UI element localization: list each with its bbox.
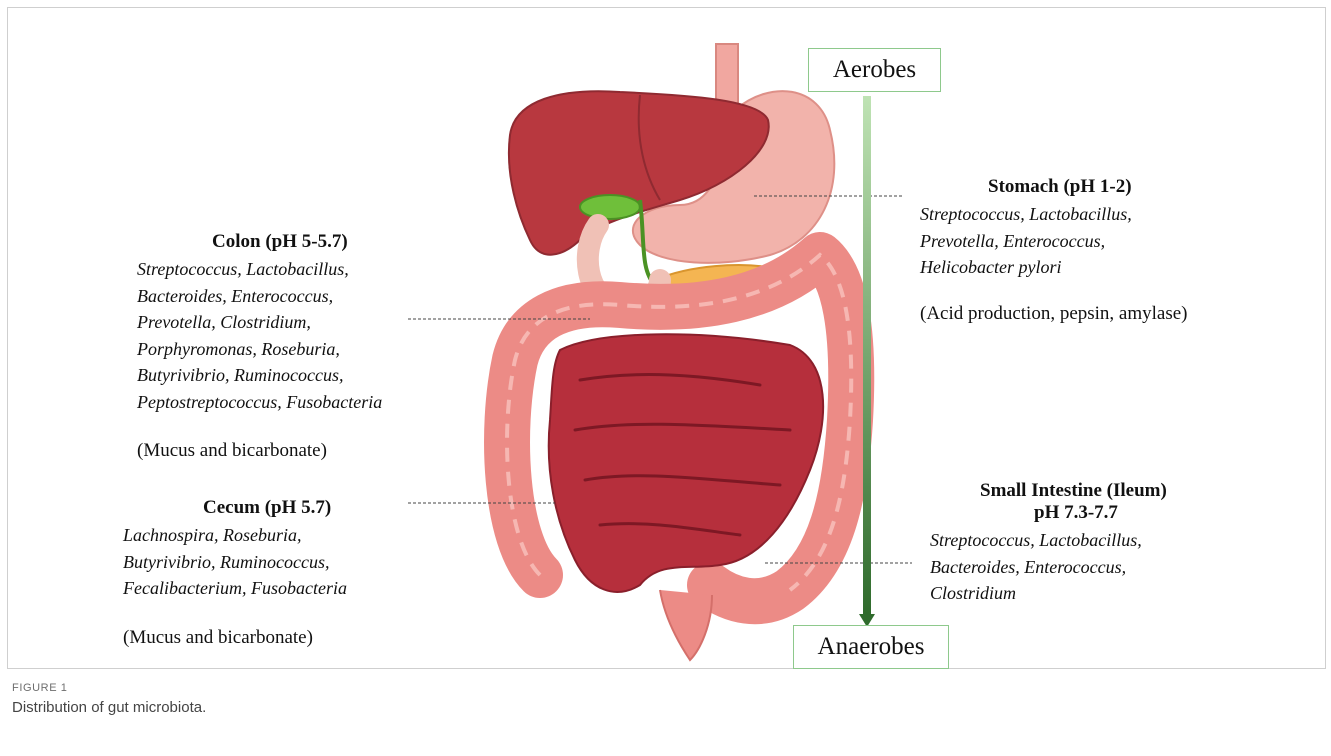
colon-species-line: Butyrivibrio, Ruminococcus, bbox=[137, 362, 467, 389]
anaerobes-box: Anaerobes bbox=[793, 625, 949, 669]
gradient-arrow-shaft bbox=[863, 96, 871, 614]
stomach-title: Stomach (pH 1-2) bbox=[920, 176, 1250, 198]
colon-title: Colon (pH 5-5.7) bbox=[137, 231, 467, 253]
cecum-species-line: Fecalibacterium, Fusobacteria bbox=[123, 575, 423, 602]
stomach-species-line: Prevotella, Enterococcus, bbox=[920, 228, 1250, 255]
stomach-note: (Acid production, pepsin, amylase) bbox=[920, 303, 1250, 325]
colon-species-line: Streptococcus, Lactobacillus, bbox=[137, 256, 467, 283]
colon-species-line: Bacteroides, Enterococcus, bbox=[137, 283, 467, 310]
small-intestine-species-line: Clostridium bbox=[930, 580, 1230, 607]
stomach-species-line: Streptococcus, Lactobacillus, bbox=[920, 201, 1250, 228]
cecum-species-line: Butyrivibrio, Ruminococcus, bbox=[123, 549, 423, 576]
colon-species-line: Prevotella, Clostridium, bbox=[137, 309, 467, 336]
colon-note: (Mucus and bicarbonate) bbox=[137, 440, 467, 462]
stomach-annotation: Stomach (pH 1-2) Streptococcus, Lactobac… bbox=[920, 176, 1250, 325]
figure-caption: Distribution of gut microbiota. bbox=[12, 699, 206, 716]
colon-annotation: Colon (pH 5-5.7) Streptococcus, Lactobac… bbox=[137, 231, 467, 462]
rectum-shape bbox=[660, 590, 712, 660]
small-intestine-ph: pH 7.3-7.7 bbox=[930, 502, 1230, 524]
small-intestine-title: Small Intestine (Ileum) bbox=[930, 480, 1230, 502]
cecum-note: (Mucus and bicarbonate) bbox=[123, 627, 423, 649]
cecum-title: Cecum (pH 5.7) bbox=[123, 497, 423, 519]
cecum-annotation: Cecum (pH 5.7) Lachnospira, Roseburia, B… bbox=[123, 497, 423, 649]
small-intestine-species-line: Bacteroides, Enterococcus, bbox=[930, 554, 1230, 581]
gallbladder-shape bbox=[580, 195, 640, 219]
anaerobes-label: Anaerobes bbox=[818, 633, 925, 660]
colon-species-line: Porphyromonas, Roseburia, bbox=[137, 336, 467, 363]
stomach-species-line: Helicobacter pylori bbox=[920, 254, 1250, 281]
small-intestine-shape bbox=[549, 334, 823, 592]
figure-label: FIGURE 1 bbox=[12, 682, 68, 694]
aerobes-label: Aerobes bbox=[833, 56, 916, 83]
cecum-species-line: Lachnospira, Roseburia, bbox=[123, 522, 423, 549]
aerobes-box: Aerobes bbox=[808, 48, 941, 92]
small-intestine-species-line: Streptococcus, Lactobacillus, bbox=[930, 527, 1230, 554]
small-intestine-annotation: Small Intestine (Ileum) pH 7.3-7.7 Strep… bbox=[930, 480, 1230, 607]
colon-species-line: Peptostreptococcus, Fusobacteria bbox=[137, 389, 467, 416]
